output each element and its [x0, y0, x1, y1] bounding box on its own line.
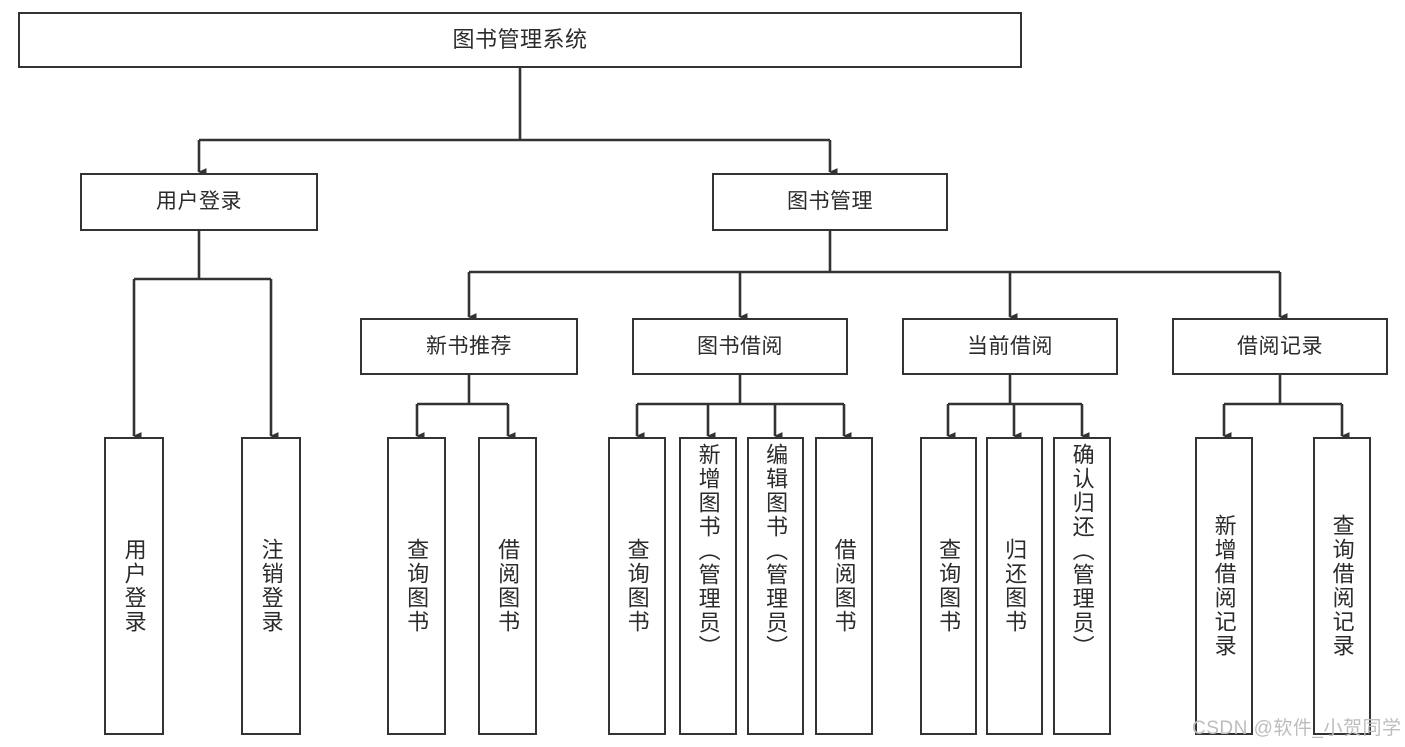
node-leaf-8-label: 借阅图书	[831, 538, 857, 634]
node-leaf-2[interactable]: 注销登录	[241, 437, 301, 735]
node-leaf-8[interactable]: 借阅图书	[815, 437, 873, 735]
node-leaf-3-label: 查询图书	[404, 538, 430, 634]
node-root-label: 图书管理系统	[452, 26, 588, 52]
node-leaf-13[interactable]: 查询借阅记录	[1313, 437, 1371, 735]
node-level2-2-label: 图书管理	[787, 190, 873, 214]
node-leaf-12-label: 新增借阅记录	[1211, 514, 1237, 658]
node-leaf-6[interactable]: 新增图书（管理员）	[679, 437, 737, 735]
node-leaf-3[interactable]: 查询图书	[387, 437, 446, 735]
node-leaf-10[interactable]: 归还图书	[986, 437, 1043, 735]
node-leaf-5[interactable]: 查询图书	[608, 437, 666, 735]
node-leaf-10-label: 归还图书	[1002, 538, 1028, 634]
node-leaf-12[interactable]: 新增借阅记录	[1195, 437, 1253, 735]
node-leaf-11[interactable]: 确认归还（管理员）	[1053, 437, 1111, 735]
node-leaf-9[interactable]: 查询图书	[920, 437, 977, 735]
node-level3-4[interactable]: 借阅记录	[1172, 318, 1388, 375]
node-leaf-13-label: 查询借阅记录	[1329, 514, 1355, 658]
node-level3-1[interactable]: 新书推荐	[360, 318, 578, 375]
node-level3-4-label: 借阅记录	[1237, 334, 1323, 358]
node-leaf-2-label: 注销登录	[258, 538, 284, 634]
node-leaf-5-label: 查询图书	[624, 538, 650, 634]
node-leaf-11-label: 确认归还（管理员）	[1069, 443, 1095, 659]
node-level3-3-label: 当前借阅	[967, 334, 1053, 358]
node-level3-2[interactable]: 图书借阅	[632, 318, 848, 375]
node-level2-1[interactable]: 用户登录	[80, 173, 318, 231]
node-leaf-9-label: 查询图书	[936, 538, 962, 634]
node-level3-3[interactable]: 当前借阅	[902, 318, 1118, 375]
node-leaf-1[interactable]: 用户登录	[104, 437, 164, 735]
node-level3-2-label: 图书借阅	[697, 334, 783, 358]
node-leaf-7-label: 编辑图书（管理员）	[763, 443, 789, 659]
node-level3-1-label: 新书推荐	[426, 334, 512, 358]
watermark: CSDN @软件_小贺同学	[1192, 718, 1402, 739]
node-level2-2[interactable]: 图书管理	[712, 173, 948, 231]
node-leaf-7[interactable]: 编辑图书（管理员）	[747, 437, 804, 735]
node-level2-1-label: 用户登录	[156, 190, 242, 214]
node-leaf-4-label: 借阅图书	[495, 538, 521, 634]
node-leaf-1-label: 用户登录	[121, 538, 147, 634]
node-leaf-6-label: 新增图书（管理员）	[695, 443, 721, 659]
node-leaf-4[interactable]: 借阅图书	[478, 437, 537, 735]
node-root[interactable]: 图书管理系统	[18, 12, 1022, 68]
